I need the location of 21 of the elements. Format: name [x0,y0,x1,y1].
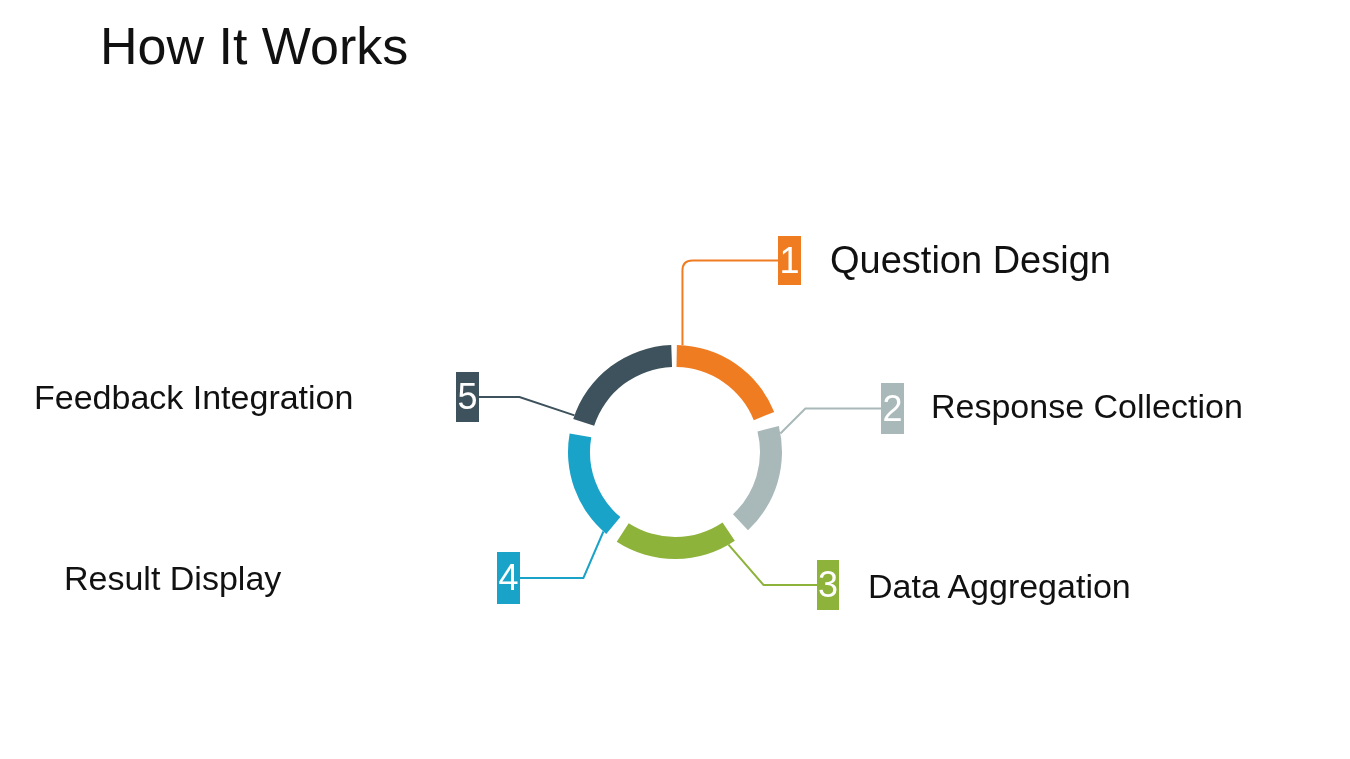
step-number: 4 [497,552,520,604]
title: How It Works [100,20,409,72]
ring-segment [732,426,782,531]
step-number: 3 [817,560,839,610]
step-number: 2 [881,383,904,434]
step-label: Result Display [64,561,282,595]
ring-segment [676,345,775,421]
step-label: Question Design [830,241,1111,279]
step-label: Response Collection [931,389,1243,423]
step-label: Feedback Integration [34,380,354,414]
ring-segment [616,522,735,559]
ring-segment [568,433,621,534]
step-number: 1 [778,236,801,285]
step-label: Data Aggregation [868,569,1131,603]
step-number: 5 [456,372,479,422]
ring-segment [573,345,673,426]
leader-line [519,530,605,579]
leader-line [779,407,882,435]
leader-line [681,259,779,347]
leader-line [727,543,818,586]
leader-line [478,396,576,417]
